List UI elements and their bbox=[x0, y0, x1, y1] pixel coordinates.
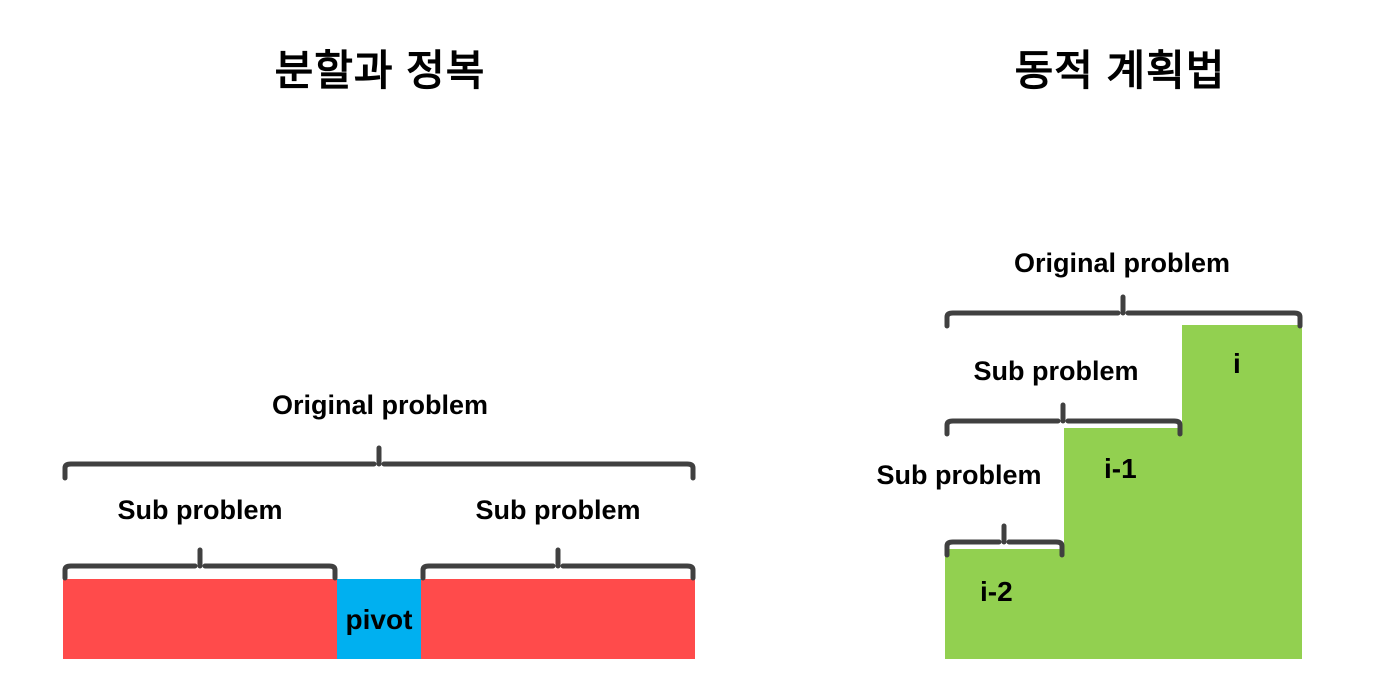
step-bar-i-minus-1 bbox=[1064, 428, 1182, 659]
step-label-i: i bbox=[1233, 348, 1241, 379]
brace-left-original-right-arm bbox=[381, 461, 696, 481]
brace-left-original-left-arm bbox=[62, 461, 377, 481]
right-sub-problem-label-outer: Sub problem bbox=[973, 356, 1139, 386]
left-sub-problem-bar-1 bbox=[63, 579, 337, 659]
step-bar-i bbox=[1182, 325, 1302, 659]
left-sub-problem-bar-2 bbox=[421, 579, 695, 659]
right-sub-problem-label-inner: Sub problem bbox=[876, 460, 1042, 490]
panel-title-dynamic-programming: 동적 계획법 bbox=[1014, 47, 1226, 94]
brace-left-sub2-left-arm bbox=[420, 563, 556, 581]
step-bar-i-minus-2 bbox=[945, 549, 1064, 659]
brace-left-sub1-left-arm bbox=[62, 563, 198, 581]
left-sub-problem-label-2: Sub problem bbox=[475, 495, 641, 525]
left-original-problem-label: Original problem bbox=[271, 390, 489, 420]
pivot-label: pivot bbox=[345, 604, 413, 635]
right-original-problem-label: Original problem bbox=[1013, 248, 1231, 278]
brace-right-sub-outer-left-arm bbox=[944, 418, 1061, 437]
brace-right-original-left-arm bbox=[944, 310, 1121, 329]
brace-left-sub1-right-arm bbox=[202, 563, 338, 581]
step-label-i-minus-1: i-1 bbox=[1104, 453, 1137, 484]
step-label-i-minus-2: i-2 bbox=[980, 576, 1013, 607]
panel-title-divide-and-conquer: 분할과 정복 bbox=[274, 47, 486, 94]
left-sub-problem-label-1: Sub problem bbox=[117, 495, 283, 525]
pivot-block bbox=[337, 579, 421, 659]
brace-left-sub2-right-arm bbox=[560, 563, 696, 581]
